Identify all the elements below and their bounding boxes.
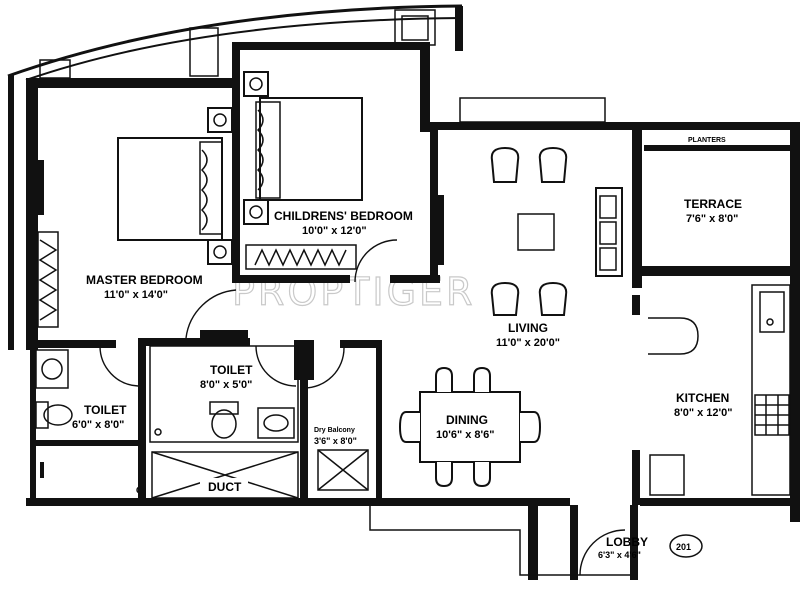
room-size: 10'6" x 8'6" — [436, 429, 494, 441]
counter — [751, 284, 791, 496]
room-size: 10'0" x 12'0" — [302, 225, 367, 237]
kitchen: KITCHEN 8'0" x 12'0" — [648, 284, 791, 496]
room-name: PLANTERS — [688, 137, 726, 144]
lobby: LOBBY 6'3" x 4'6" — [579, 529, 648, 576]
room-size: 7'6" x 8'0" — [686, 213, 738, 225]
room-name: TOILET — [210, 363, 253, 377]
side-table — [207, 239, 233, 265]
single-bed — [259, 97, 363, 201]
sofa — [595, 187, 623, 277]
room-size: 6'0" x 8'0" — [72, 419, 124, 431]
unit-number-badge: 201 — [669, 534, 703, 558]
dry-balcony: Dry Balcony 3'6" x 8'0" — [303, 347, 369, 491]
room-size: 8'0" x 12'0" — [674, 407, 732, 419]
wc — [211, 409, 237, 439]
toilet-master: TOILET 6'0" x 8'0" — [35, 345, 162, 494]
double-bed — [117, 137, 223, 241]
room-name: DINING — [446, 413, 488, 427]
sink — [759, 291, 785, 333]
interior-walls — [26, 88, 790, 505]
outer-walls — [7, 4, 800, 580]
wc — [43, 404, 73, 426]
washbasin — [257, 407, 295, 439]
toilet-common: TOILET 8'0" x 5'0" — [149, 345, 299, 443]
armchair — [490, 146, 568, 316]
room-name: LOBBY — [606, 535, 648, 549]
side-table — [243, 71, 269, 97]
washbasin — [35, 349, 69, 389]
master-bedroom: MASTER BEDROOM 11'0" x 14'0" — [37, 107, 237, 339]
living-room: LIVING 11'0" x 20'0" — [490, 146, 623, 349]
room-name: CHILDRENS' BEDROOM — [274, 209, 413, 223]
terrace: PLANTERS TERRACE 7'6" x 8'0" — [684, 137, 742, 225]
room-size: 3'6" x 8'0" — [314, 436, 357, 446]
room-name: TOILET — [84, 403, 127, 417]
room-size: 11'0" x 20'0" — [496, 337, 560, 349]
room-name: DUCT — [208, 480, 242, 494]
room-size: 6'3" x 4'6" — [598, 550, 641, 560]
room-size: 8'0" x 5'0" — [200, 379, 252, 391]
room-name: TERRACE — [684, 197, 742, 211]
coffee-table — [517, 213, 555, 251]
wardrobe — [245, 244, 357, 270]
svg-text:201: 201 — [676, 542, 691, 552]
dining-table — [419, 391, 521, 463]
dining: DINING 10'6" x 8'6" — [398, 366, 542, 488]
room-name: MASTER BEDROOM — [86, 273, 203, 287]
room-name: LIVING — [508, 321, 548, 335]
childrens-bedroom: CHILDRENS' BEDROOM 10'0" x 12'0" — [243, 71, 444, 283]
duct: DUCT — [151, 451, 299, 499]
room-name: KITCHEN — [676, 391, 729, 405]
room-size: 11'0" x 14'0" — [104, 289, 168, 301]
side-table — [207, 107, 233, 133]
room-name: Dry Balcony — [314, 427, 355, 434]
refrigerator — [649, 454, 685, 496]
wardrobe — [37, 231, 59, 328]
